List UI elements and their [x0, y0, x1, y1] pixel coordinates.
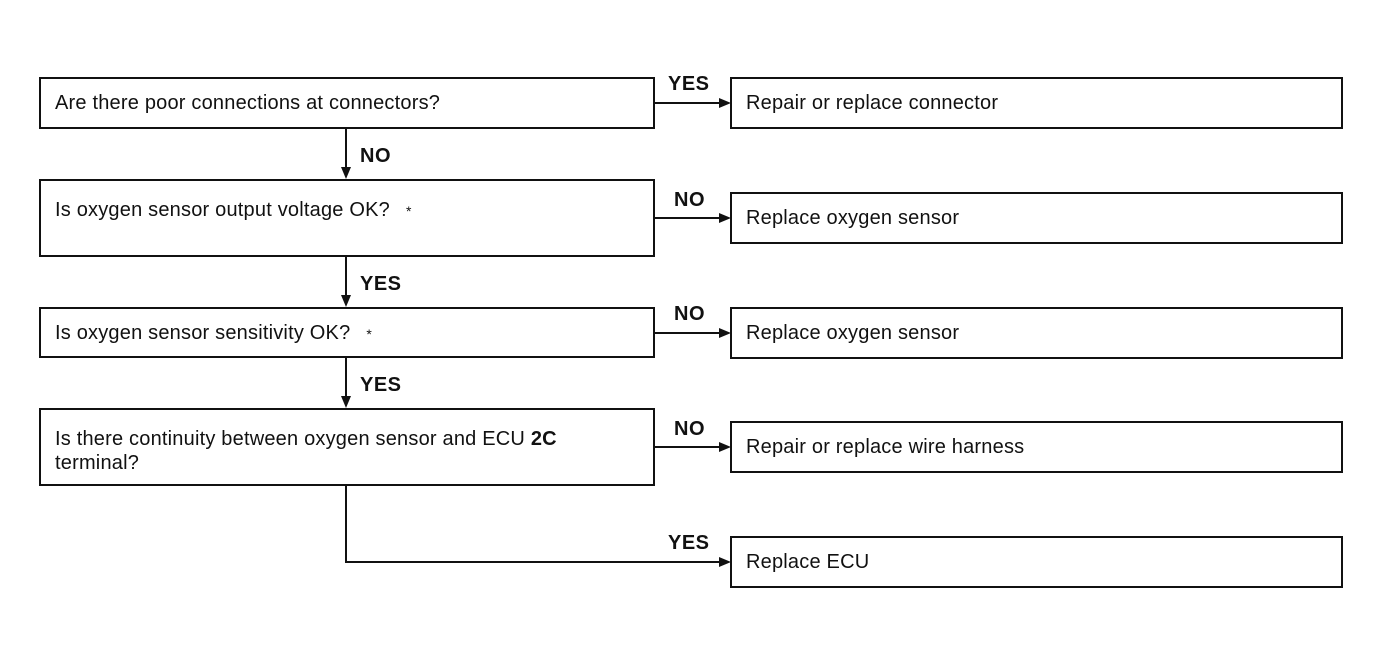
action-text: Repair or replace connector: [746, 92, 999, 114]
branch-label-q2-yes: YES: [360, 273, 402, 295]
branch-label-q2-no: NO: [674, 189, 705, 211]
arrowhead-q2-yes: [341, 295, 351, 307]
question-box-sensitivity: Is oxygen sensor sensitivity OK? *: [39, 307, 655, 358]
action-box-replace-sensor-voltage: Replace oxygen sensor: [730, 192, 1343, 244]
branch-label-q1-yes: YES: [668, 73, 710, 95]
question-line-2: terminal?: [55, 452, 140, 474]
action-text: Replace oxygen sensor: [746, 207, 960, 229]
question-text: Is oxygen sensor sensitivity OK?: [55, 321, 351, 344]
footnote-marker: *: [405, 203, 412, 219]
arrowhead-q1-no: [341, 167, 351, 179]
action-box-repair-connector: Repair or replace connector: [730, 77, 1343, 129]
question-box-continuity: Is there continuity between oxygen senso…: [39, 408, 655, 486]
action-box-replace-sensor-sensitivity: Replace oxygen sensor: [730, 307, 1343, 359]
question-box-output-voltage: Is oxygen sensor output voltage OK? *: [39, 179, 655, 257]
arrowhead-q4-no: [719, 442, 731, 452]
question-box-connectors: Are there poor connections at connectors…: [39, 77, 655, 129]
arrowhead-q3-yes: [341, 396, 351, 408]
action-text: Repair or replace wire harness: [746, 436, 1025, 458]
branch-label-q1-no: NO: [360, 145, 391, 167]
arrowhead-q2-no: [719, 213, 731, 223]
question-text: Are there poor connections at connectors…: [55, 92, 441, 114]
action-box-repair-harness: Repair or replace wire harness: [730, 421, 1343, 473]
branch-label-q3-no: NO: [674, 303, 705, 325]
action-text: Replace oxygen sensor: [746, 322, 960, 344]
question-text: Is oxygen sensor output voltage OK?: [55, 199, 390, 221]
question-line-1: Is there continuity between oxygen senso…: [55, 427, 653, 451]
branch-label-q4-yes: YES: [668, 532, 710, 554]
connector-q4-yes: [345, 485, 722, 563]
branch-label-q3-yes: YES: [360, 374, 402, 396]
terminal-code: 2C: [530, 428, 557, 450]
arrowhead-q3-no: [719, 328, 731, 338]
footnote-marker: *: [366, 325, 373, 342]
branch-label-q4-no: NO: [674, 418, 705, 440]
arrowhead-q1-yes: [719, 98, 731, 108]
arrowhead-q4-yes: [719, 557, 731, 567]
action-text: Replace ECU: [746, 551, 870, 573]
action-box-replace-ecu: Replace ECU: [730, 536, 1343, 588]
question-text: Is there continuity between oxygen senso…: [55, 428, 531, 450]
